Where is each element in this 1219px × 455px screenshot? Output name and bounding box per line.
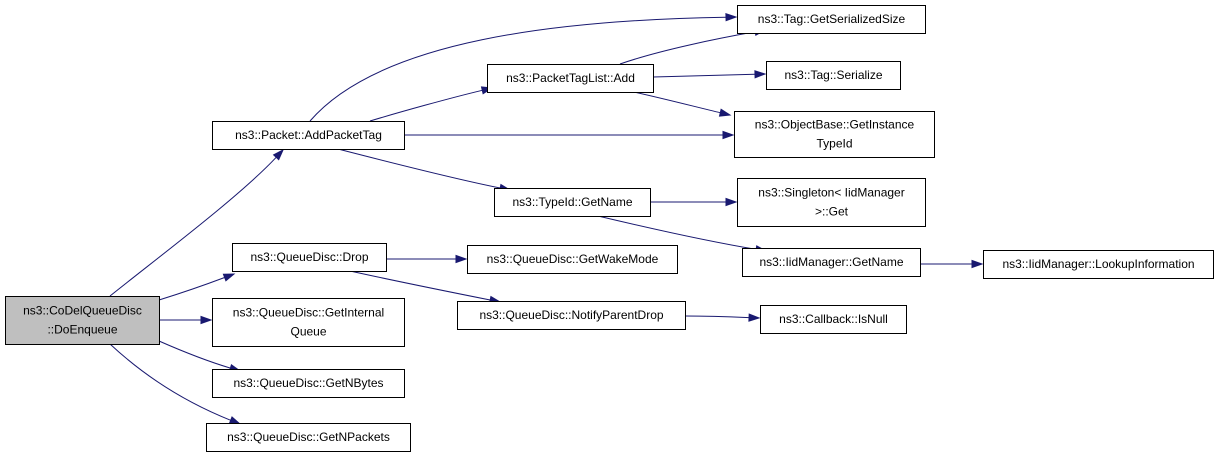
node-tagSerialize[interactable]: ns3::Tag::Serialize xyxy=(766,61,901,90)
edge-addPacketTag-to-tagGetSerializedSize xyxy=(309,13,738,122)
arrowhead-icon xyxy=(971,259,984,269)
node-callbackIsNull[interactable]: ns3::Callback::IsNull xyxy=(760,305,907,334)
node-box xyxy=(766,61,901,90)
node-label: TypeId xyxy=(816,137,852,151)
node-label: ns3::QueueDisc::GetNBytes xyxy=(233,376,383,390)
edge-line xyxy=(349,270,491,301)
node-getNPackets[interactable]: ns3::QueueDisc::GetNPackets xyxy=(206,423,411,452)
node-lookupInformation[interactable]: ns3::IidManager::LookupInformation xyxy=(983,250,1214,279)
node-label: ns3::Singleton< IidManager xyxy=(758,186,904,200)
edge-typeIdGetName-to-singletonGet xyxy=(649,197,738,207)
node-label: ns3::IidManager::LookupInformation xyxy=(1002,257,1194,271)
edge-ptlAdd-to-tagSerialize xyxy=(652,70,767,79)
node-label: ns3::QueueDisc::GetNPackets xyxy=(227,430,390,444)
edge-line xyxy=(109,343,231,421)
edge-line xyxy=(109,156,277,297)
node-label: ns3::ObjectBase::GetInstance xyxy=(755,118,915,132)
node-box xyxy=(760,305,907,334)
node-box xyxy=(5,296,160,345)
edge-line xyxy=(652,73,756,78)
node-box xyxy=(206,423,411,452)
edge-line xyxy=(158,277,225,301)
arrowhead-icon xyxy=(748,313,761,322)
node-label: ns3::CoDelQueueDisc xyxy=(23,304,142,318)
node-box xyxy=(734,111,935,158)
edge-root-to-getInternalQueue xyxy=(158,315,213,325)
node-typeIdGetName[interactable]: ns3::TypeId::GetName xyxy=(494,188,651,217)
node-singletonGet[interactable]: ns3::Singleton< IidManager>::Get xyxy=(737,178,926,227)
node-notifyParentDrop[interactable]: ns3::QueueDisc::NotifyParentDrop xyxy=(457,301,686,330)
node-box xyxy=(212,121,405,150)
node-label: ns3::PacketTagList::Add xyxy=(506,71,635,85)
node-label: ns3::QueueDisc::GetWakeMode xyxy=(487,252,659,266)
node-box xyxy=(457,301,686,330)
edge-line xyxy=(309,16,727,122)
node-label: ns3::QueueDisc::Drop xyxy=(250,250,368,264)
edge-drop-to-getWakeMode xyxy=(386,254,468,264)
node-getNBytes[interactable]: ns3::QueueDisc::GetNBytes xyxy=(212,369,405,398)
arrowhead-icon xyxy=(228,416,242,425)
node-label: ns3::Tag::GetSerializedSize xyxy=(758,12,906,26)
node-label: ns3::Packet::AddPacketTag xyxy=(235,128,382,142)
edge-line xyxy=(633,91,721,114)
node-addPacketTag[interactable]: ns3::Packet::AddPacketTag xyxy=(212,121,405,150)
node-box xyxy=(212,298,405,347)
node-tagGetSerializedSize[interactable]: ns3::Tag::GetSerializedSize xyxy=(737,5,926,34)
node-label: ns3::QueueDisc::NotifyParentDrop xyxy=(479,308,663,322)
edge-line xyxy=(337,148,501,189)
node-label: ::DoEnqueue xyxy=(47,323,117,337)
node-box xyxy=(487,64,654,93)
edge-addPacketTag-to-typeIdGetName xyxy=(337,148,512,193)
arrowhead-icon xyxy=(272,148,285,161)
edge-root-to-addPacketTag xyxy=(109,148,285,297)
node-iidGetName[interactable]: ns3::IidManager::GetName xyxy=(742,248,921,277)
edge-iidGetName-to-lookupInformation xyxy=(920,259,984,269)
edge-addPacketTag-to-ptlAdd xyxy=(369,86,494,122)
arrowhead-icon xyxy=(722,130,735,140)
node-box xyxy=(737,5,926,34)
arrowhead-icon xyxy=(455,254,468,264)
edge-ptlAdd-to-getInstanceTypeId xyxy=(633,91,732,117)
arrowhead-icon xyxy=(754,70,767,79)
node-label: ns3::IidManager::GetName xyxy=(759,255,903,269)
node-ptlAdd[interactable]: ns3::PacketTagList::Add xyxy=(487,64,654,93)
node-box xyxy=(494,188,651,217)
node-drop[interactable]: ns3::QueueDisc::Drop xyxy=(232,243,387,272)
node-box xyxy=(737,178,926,227)
node-box xyxy=(742,248,921,277)
node-label: Queue xyxy=(290,325,326,339)
node-box xyxy=(212,369,405,398)
node-box xyxy=(983,250,1214,279)
edge-line xyxy=(158,340,231,369)
arrowhead-icon xyxy=(718,108,732,117)
edge-addPacketTag-to-getInstanceTypeId xyxy=(404,130,735,140)
arrowhead-icon xyxy=(222,273,236,282)
edge-line xyxy=(597,215,757,250)
edge-root-to-drop xyxy=(158,273,236,301)
node-root: ns3::CoDelQueueDisc::DoEnqueue xyxy=(5,296,160,345)
arrowhead-icon xyxy=(200,315,213,325)
node-label: >::Get xyxy=(815,205,849,219)
node-getWakeMode[interactable]: ns3::QueueDisc::GetWakeMode xyxy=(467,245,678,274)
node-label: ns3::TypeId::GetName xyxy=(512,195,632,209)
nodes-layer: ns3::CoDelQueueDisc::DoEnqueue ns3::Packe… xyxy=(5,5,1214,452)
node-label: ns3::Tag::Serialize xyxy=(784,68,882,82)
node-label: ns3::QueueDisc::GetInternal xyxy=(233,306,384,320)
node-label: ns3::Callback::IsNull xyxy=(779,312,888,326)
arrowhead-icon xyxy=(725,197,738,207)
node-box xyxy=(232,243,387,272)
node-box xyxy=(467,245,678,274)
arrowhead-icon xyxy=(725,13,738,22)
edge-line xyxy=(369,89,483,122)
edge-line xyxy=(619,31,756,65)
edge-notifyParentDrop-to-callbackIsNull xyxy=(684,313,761,322)
edge-line xyxy=(684,315,750,319)
